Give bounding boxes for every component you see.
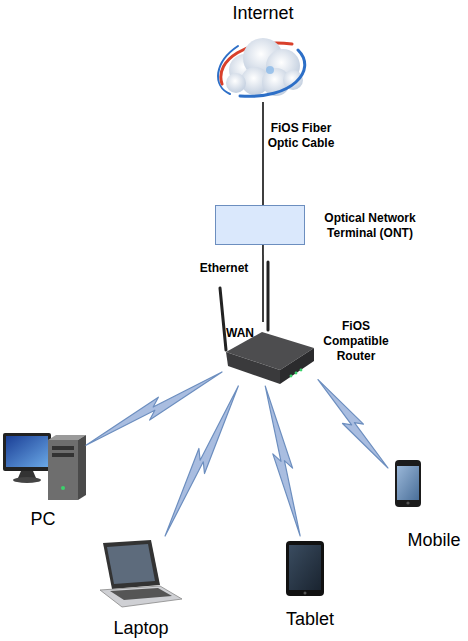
node-label: FiOS Compatible Router (320, 319, 392, 364)
wireless-link (318, 380, 388, 468)
monitor-stand (18, 471, 36, 478)
device-node: Laptop (98, 536, 184, 638)
cable-line (262, 245, 264, 322)
laptop-icon (100, 540, 182, 607)
edge-label: FiOS Fiber Optic Cable (262, 121, 340, 151)
monitor (3, 433, 51, 471)
cloud-swoosh (218, 46, 238, 94)
port-label: WAN (226, 326, 266, 341)
device-node: Mobile (388, 456, 468, 552)
device-label: Mobile (398, 529, 468, 551)
cloud-swoosh (240, 50, 305, 96)
laptop-lid (103, 540, 160, 589)
tower-side (78, 435, 86, 500)
node-label: Optical Network Terminal (ONT) (316, 211, 424, 241)
device-node: PC (0, 428, 86, 530)
router-side (280, 348, 314, 384)
node-title: Internet (205, 2, 321, 24)
router-front (226, 352, 280, 384)
drive-slot (52, 453, 74, 457)
power-led (61, 486, 65, 490)
router-led (295, 372, 298, 375)
cloud-dot (266, 66, 274, 74)
device-label: Laptop (98, 617, 184, 639)
phone-screen (397, 466, 419, 500)
router-icon (220, 262, 314, 384)
phone-body (395, 460, 421, 507)
device-node: Tablet (275, 536, 345, 631)
cable-line (262, 102, 264, 205)
cloud-icon (218, 38, 305, 96)
laptop-base (100, 586, 182, 607)
router-led (290, 375, 293, 378)
device-label: PC (0, 508, 86, 530)
tablet-icon (286, 541, 324, 596)
tablet-screen (289, 545, 321, 590)
monitor-screen (6, 436, 48, 467)
ont-box: Optical Network Terminal (ONT) (215, 205, 305, 245)
antenna (267, 262, 270, 330)
monitor-base (13, 477, 41, 483)
edge-label: Ethernet (189, 261, 259, 276)
wireless-link (86, 372, 222, 445)
wireless-link (265, 386, 300, 536)
tablet-button (304, 592, 307, 595)
device-label: Tablet (275, 608, 345, 630)
mobile-icon (395, 460, 421, 507)
cloud-node: Internet (205, 0, 321, 102)
wireless-link (165, 386, 238, 536)
pc-icon (3, 433, 86, 500)
drive-slot (52, 446, 74, 450)
tower-front (48, 440, 78, 500)
tablet-body (286, 541, 324, 596)
antenna (220, 288, 226, 350)
laptop-screen (107, 544, 155, 584)
phone-button (406, 501, 409, 504)
laptop-keyboard (110, 588, 172, 600)
cloud-puff (226, 73, 246, 93)
router-led (300, 369, 303, 372)
